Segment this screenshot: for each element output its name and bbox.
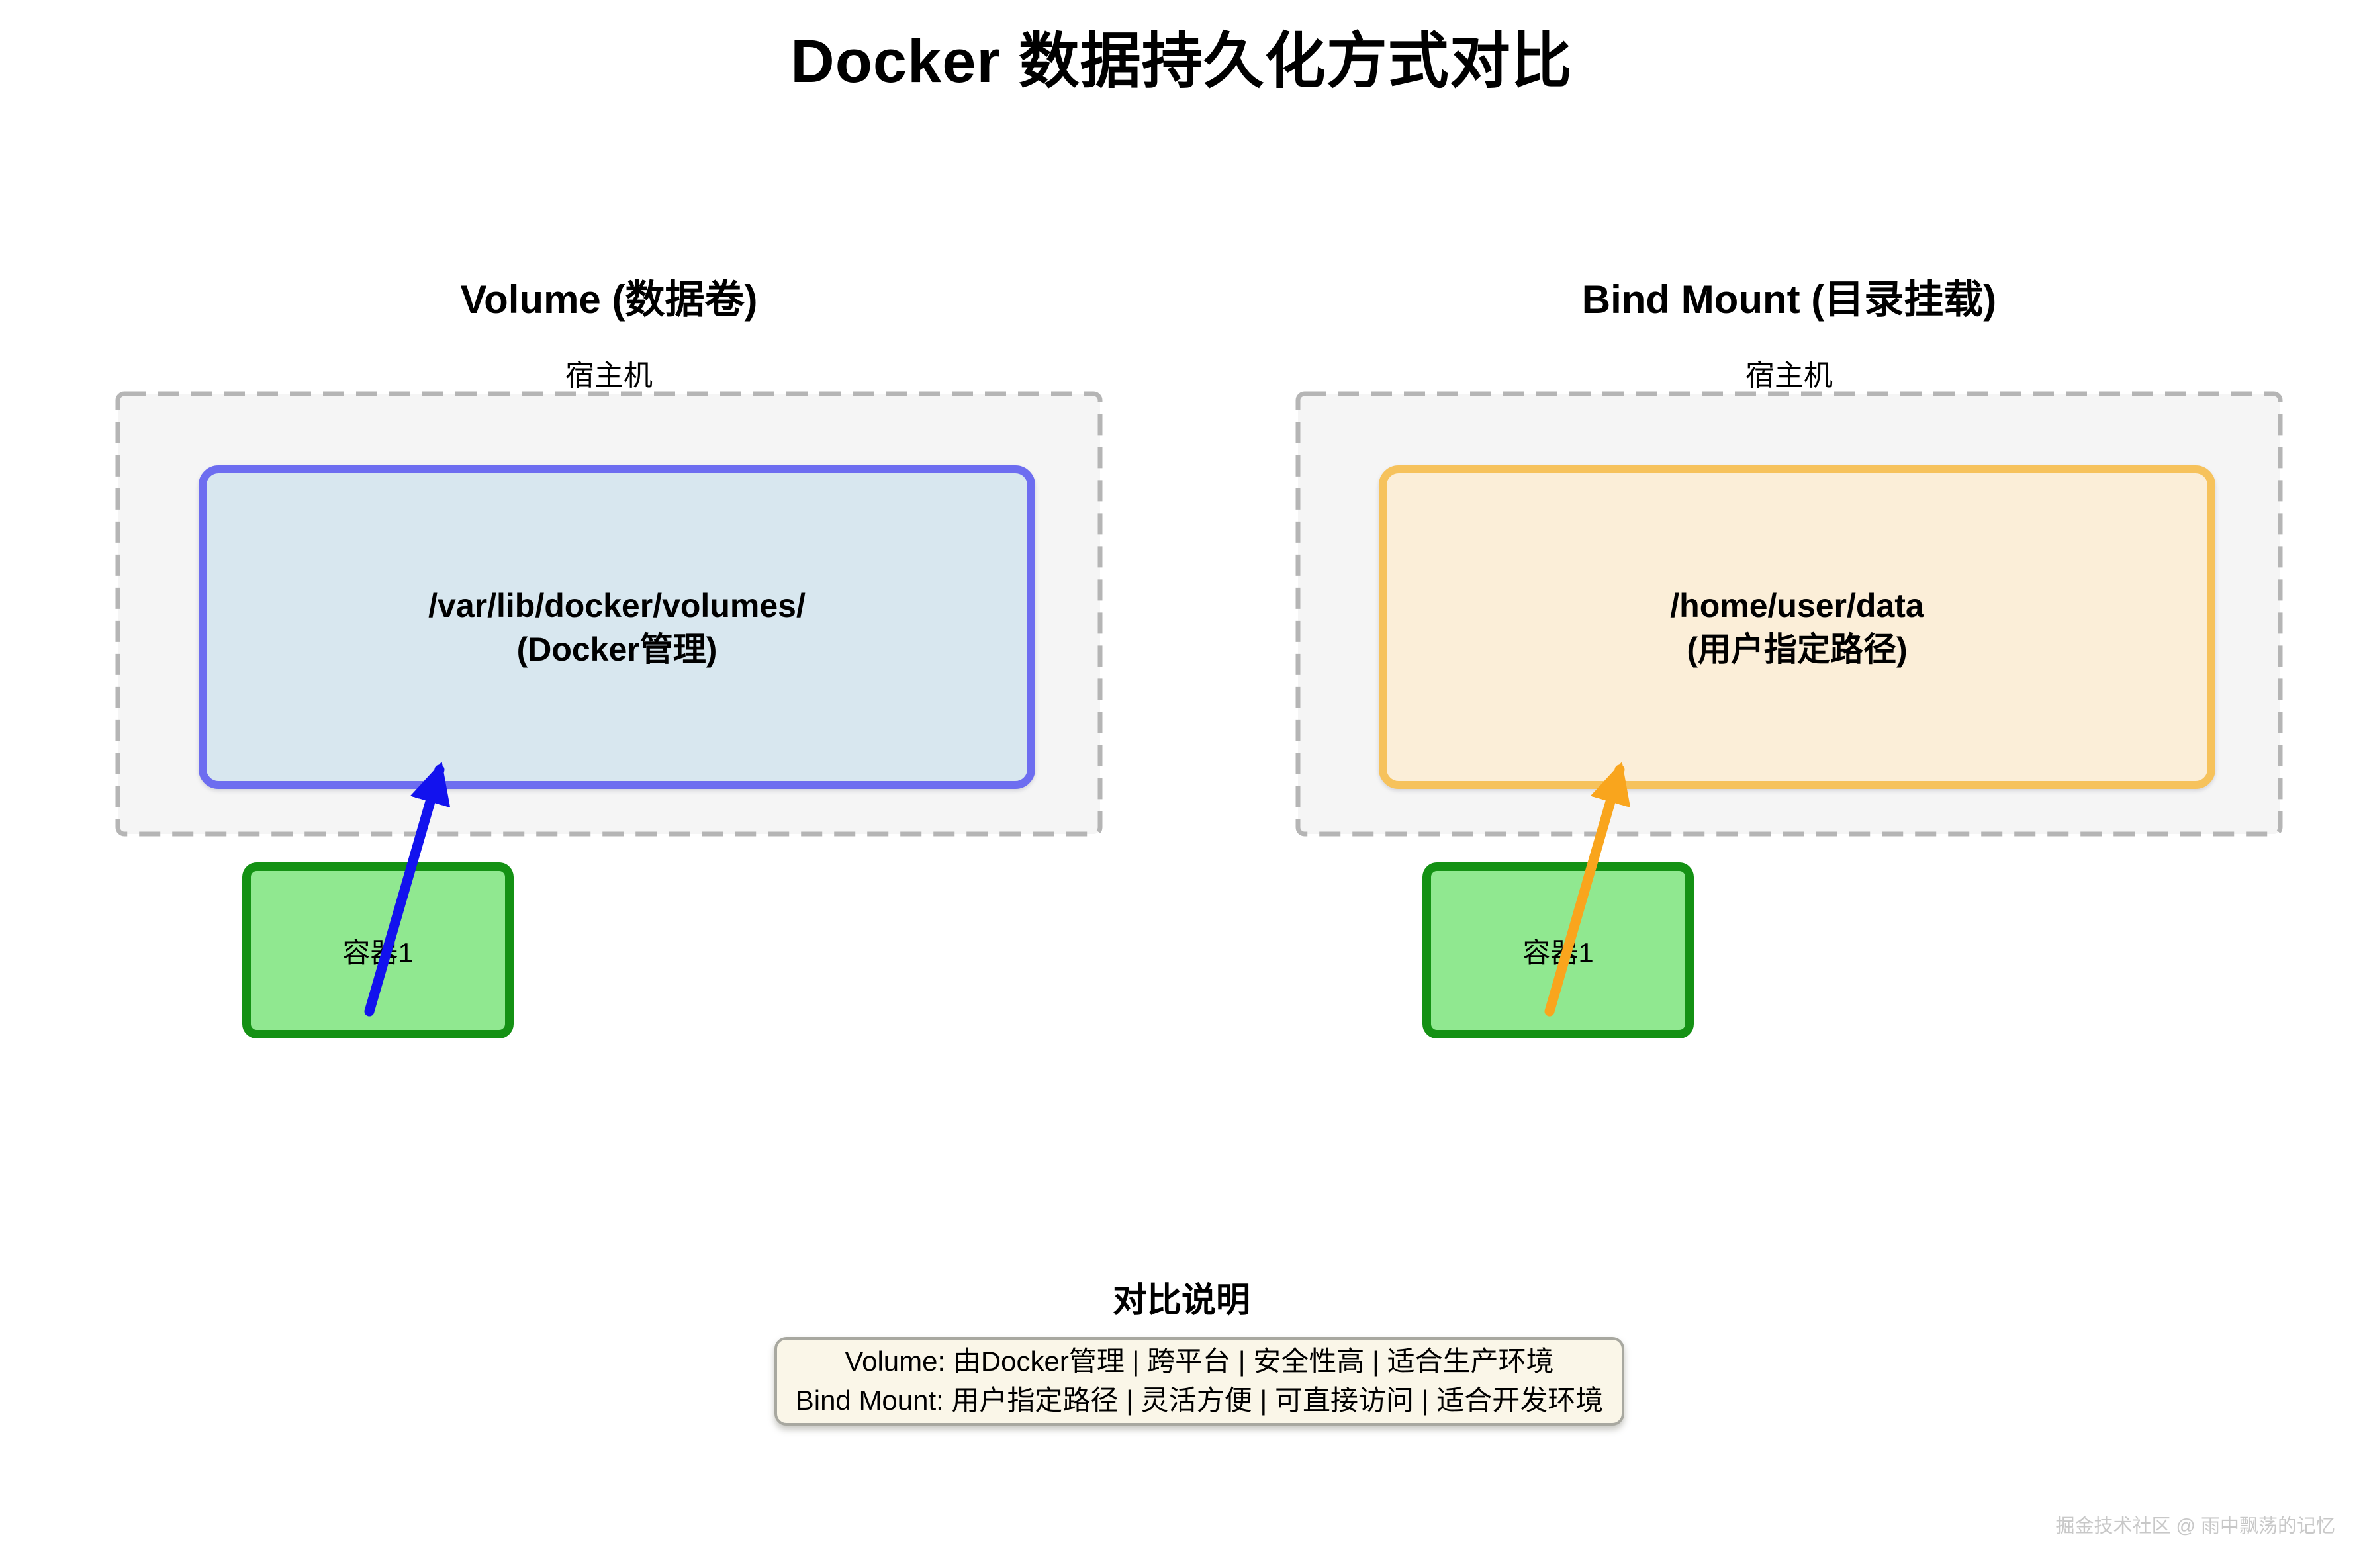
volume-container-label: 容器1: [342, 937, 414, 968]
volume-storage-path: /var/lib/docker/volumes/: [428, 586, 806, 624]
bind-mount-section-heading: Bind Mount (目录挂载): [1581, 277, 1997, 322]
bind-mount-container-box: 容器1: [1422, 862, 1694, 1038]
volume-storage-note: (Docker管理): [516, 630, 718, 668]
page-title: Docker 数据持久化方式对比: [790, 28, 1573, 95]
comparison-heading: 对比说明: [1112, 1281, 1250, 1320]
comparison-bind-line: Bind Mount: 用户指定路径 | 灵活方便 | 可直接访问 | 适合开发…: [795, 1385, 1604, 1416]
comparison-volume-line: Volume: 由Docker管理 | 跨平台 | 安全性高 | 适合生产环境: [845, 1346, 1554, 1377]
watermark: 掘金技术社区 @ 雨中飘荡的记忆: [2055, 1516, 2335, 1537]
bind-mount-storage-box: /home/user/data (用户指定路径): [1379, 465, 2215, 789]
comparison-box: Volume: 由Docker管理 | 跨平台 | 安全性高 | 适合生产环境 …: [774, 1337, 1624, 1426]
bind-mount-host-label: 宿主机: [1745, 359, 1833, 392]
volume-host-label: 宿主机: [565, 359, 653, 392]
bind-mount-storage-path: /home/user/data: [1670, 586, 1924, 624]
volume-section-heading: Volume (数据卷): [460, 277, 758, 322]
volume-storage-box: /var/lib/docker/volumes/ (Docker管理): [199, 465, 1035, 789]
bind-mount-storage-note: (用户指定路径): [1687, 630, 1908, 668]
bind-mount-container-label: 容器1: [1522, 937, 1594, 968]
volume-container-box: 容器1: [242, 862, 514, 1038]
